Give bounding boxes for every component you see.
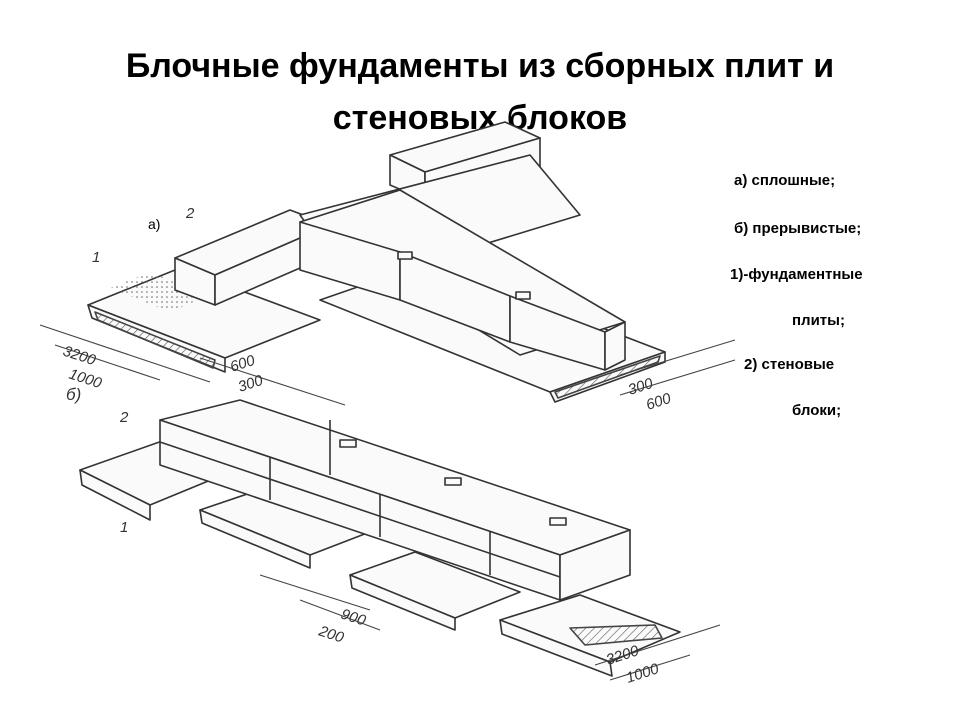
interrupted-foundation: [79, 399, 681, 677]
block-joints-b: [159, 420, 561, 578]
junction-mark-5: [549, 517, 567, 526]
solid-foundation: [87, 121, 666, 403]
dim-a-3200: 3200: [61, 343, 99, 370]
junction-mark-1: [397, 251, 413, 260]
callout-b-1: 1: [120, 519, 128, 536]
part-a-label: а): [148, 216, 161, 232]
slab-left-hatch: [94, 311, 216, 369]
dim-b-200: 200: [316, 622, 347, 646]
slide-title: Блочные фундаменты из сборных плит и сте…: [40, 40, 920, 144]
part-b-label: б): [66, 385, 81, 404]
junction-mark-3: [339, 439, 357, 448]
callout-a-1: 1: [92, 249, 100, 266]
legend-item-blocks-2: блоки;: [792, 402, 842, 419]
slab-right-hatch: [554, 355, 661, 399]
slab-b-3-front: [349, 574, 456, 631]
junction-mark-4: [444, 477, 462, 486]
callout-b-2: 2: [119, 409, 129, 426]
dim-a-300: 300: [236, 372, 266, 396]
legend-item-blocks-1: 2) стеновые: [744, 356, 835, 373]
slab-b-2-front: [199, 509, 311, 569]
blocks-b-end: [559, 529, 631, 601]
dim-b-1000: 1000: [624, 660, 662, 687]
callout-a-2: 2: [185, 205, 195, 222]
dimensions-b: [259, 574, 721, 681]
block-right-end: [604, 321, 626, 371]
title-line-1: Блочные фундаменты из сборных плит и: [125, 47, 835, 85]
legend-item-slabs-2: плиты;: [792, 312, 845, 329]
legend-item-solid: а) сплошные;: [734, 172, 836, 189]
slab-b-1-front: [79, 469, 151, 521]
legend-item-slabs-1: 1)-фундаментные: [730, 266, 863, 283]
dim-b-900: 900: [339, 606, 369, 630]
junction-mark-2: [515, 291, 531, 300]
slab-b-4-hatch: [569, 624, 663, 646]
slab-b-4-front: [499, 619, 613, 677]
legend-item-interrupted: б) прерывистые;: [734, 220, 862, 237]
gravel-fill: [110, 272, 210, 312]
dimensions-a: [39, 324, 736, 406]
dim-a-600-right: 600: [644, 390, 674, 414]
